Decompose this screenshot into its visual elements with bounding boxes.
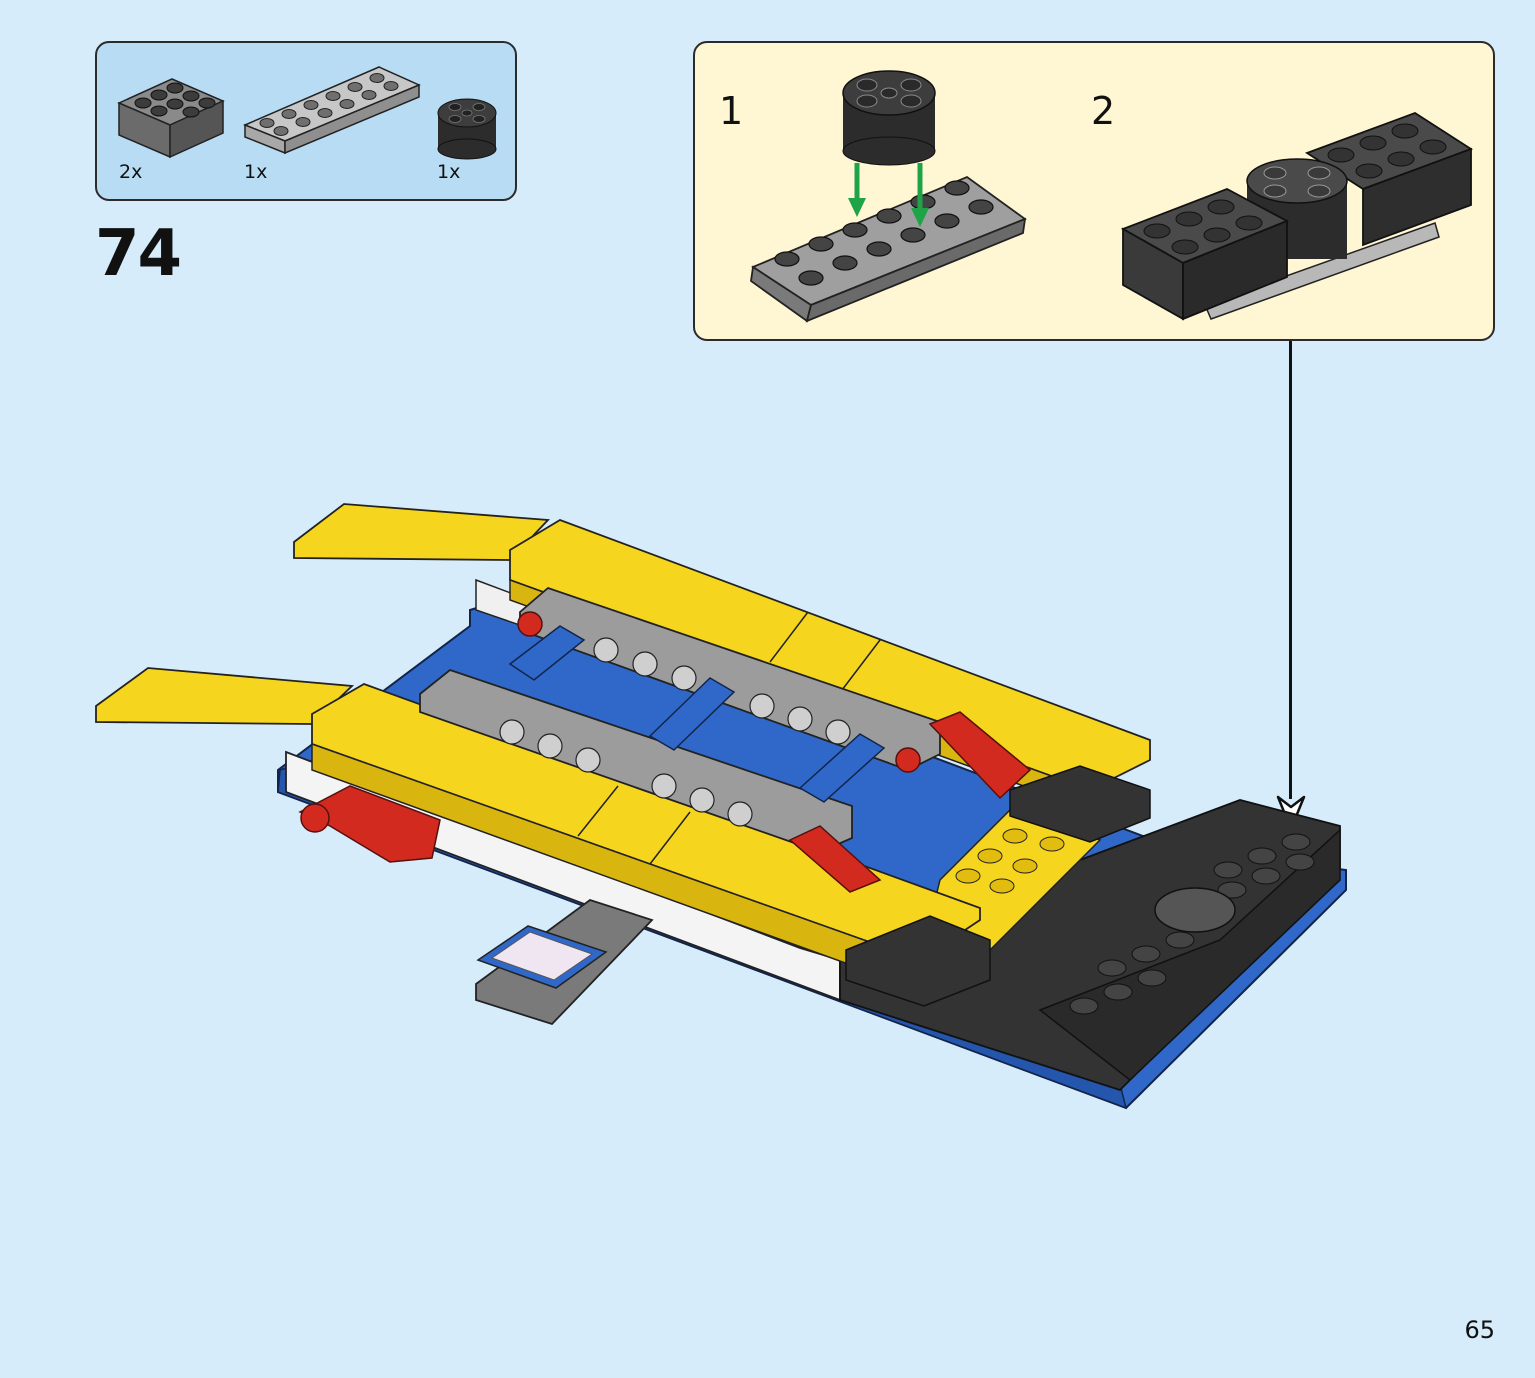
black-round-brick-2x2-icon	[437, 98, 497, 160]
red-axle-parts	[298, 611, 1032, 893]
yellow-center-plate	[919, 809, 1102, 981]
callout-arrow-icon	[1276, 795, 1306, 831]
page-number: 65	[1464, 1316, 1495, 1344]
yellow-ramp-top	[293, 503, 1151, 812]
blue-connectors	[508, 625, 886, 803]
substep-number: 2	[1091, 89, 1116, 133]
black-bricks-front	[845, 765, 1151, 1007]
grey-liftarms	[419, 586, 941, 853]
white-panels	[285, 578, 841, 1002]
substep-1-illustration	[750, 70, 1027, 323]
dark-grey-brick-2x4-icon	[117, 78, 225, 159]
grey-tile-with-sticker	[475, 899, 654, 1026]
blue-base-frame	[277, 596, 1347, 1110]
black-frame	[839, 799, 1341, 1092]
substep-number: 1	[719, 89, 744, 133]
callout-leader-line	[1289, 341, 1292, 799]
insert-arrow-icon	[848, 163, 929, 227]
yellow-ramp-bottom	[95, 667, 981, 992]
substep-2-illustration	[1120, 111, 1474, 321]
sub-assembly-callout: 1 2	[693, 41, 1495, 341]
step-number: 74	[95, 217, 182, 291]
quantity-label: 1x	[437, 161, 461, 183]
quantity-label: 1x	[244, 161, 268, 183]
parts-list-illustrations	[117, 66, 497, 160]
sub-assembly-illustrations	[750, 70, 1474, 323]
quantity-label: 2x	[119, 161, 143, 183]
light-grey-plate-2x6-icon	[243, 66, 421, 155]
parts-list: 2x 1x 1x	[95, 41, 517, 201]
